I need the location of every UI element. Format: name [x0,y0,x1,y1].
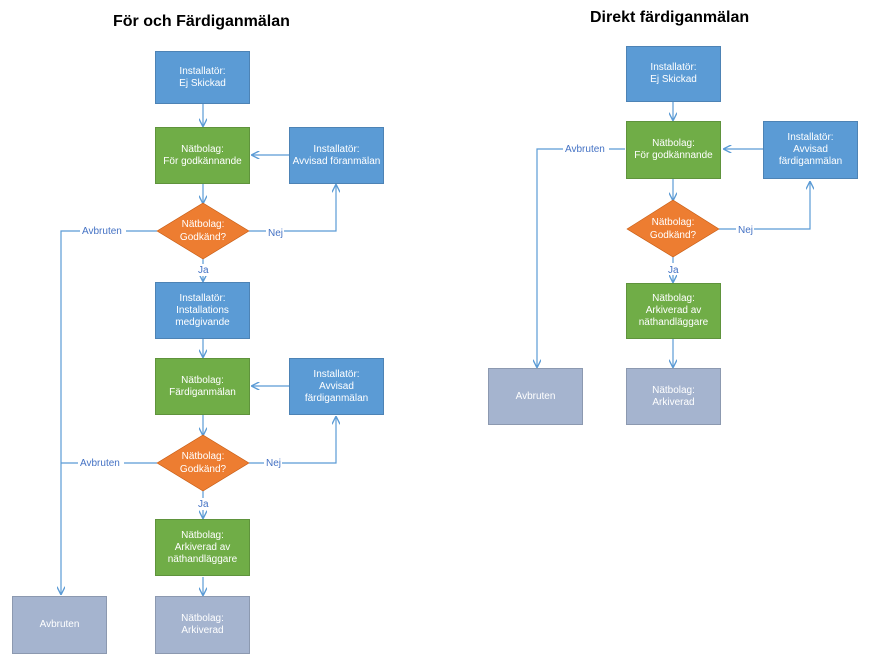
decision-r-1: Nätbolag: Godkänd? [626,199,720,258]
label-r-nej: Nej [738,225,753,236]
node-text: färdiganmälan [304,392,369,404]
node-l-natbolag-arkiverad-av-nathandlaggare: Nätbolag: Arkiverad av näthandläggare [155,519,250,576]
node-text: Arkiverad [181,625,224,636]
node-text: Arkiverad av [174,541,231,553]
decision-l-1-line2: Godkänd? [180,232,227,243]
right-diagram-title: Direkt färdiganmälan [590,9,750,26]
node-text: Arkiverad [652,396,695,408]
decision-r-1-line1: Nätbolag: [652,217,695,228]
node-l-installator-installations-medgivande: Installatör: Installations medgivande [155,282,250,339]
node-text: Nätbolag: [652,293,695,304]
node-text: Avbruten [515,390,556,402]
decision-l-1-line1: Nätbolag: [182,219,225,230]
node-text: Nätbolag: [181,143,224,155]
label-l-ja-1: Ja [198,265,209,276]
node-r-avbruten: Avbruten [488,368,583,425]
node-r-natbolag-arkiverad-av-nathandlaggare: Nätbolag: Arkiverad av näthandläggare [626,283,721,339]
label-r-avbruten: Avbruten [565,144,605,155]
node-text: näthandläggare [167,553,238,565]
label-l-avbruten-2: Avbruten [80,458,120,469]
node-text: Installations [176,304,229,316]
node-text: Avbruten [39,619,80,630]
edge-l-d2-n6 [249,417,336,464]
node-l-installator-avvisad-foranmalan: Installatör: Avvisad föranmälan [289,127,384,184]
edge-r-n2-avbruten [537,148,625,367]
decision-r-1-line2: Godkänd? [650,230,697,241]
node-text: Nätbolag: [181,374,224,386]
node-l-natbolag-arkiverad: Nätbolag: Arkiverad [155,596,250,654]
node-l-installator-avvisad-fardiganmalan: Installatör: Avvisad färdiganmälan [289,358,384,415]
label-l-nej-1: Nej [268,228,283,239]
node-r-natbolag-arkiverad: Nätbolag: Arkiverad [626,368,721,425]
node-text: Ej Skickad [179,77,226,89]
node-text: Installatör: [179,65,226,77]
decision-l-1: Nätbolag: Godkänd? [156,202,250,260]
node-text: För godkännande [163,155,242,167]
node-text: Nätbolag: [181,613,224,624]
node-text: Nätbolag: [181,529,224,541]
label-l-ja-2: Ja [198,499,209,510]
node-text: Avvisad [319,380,354,392]
edge-l-d1-avbruten [61,230,157,594]
label-l-nej-2: Nej [266,458,281,469]
node-r-natbolag-for-godkannande: Nätbolag: För godkännande [626,121,721,179]
decision-l-2-line2: Godkänd? [180,464,227,475]
node-r-installator-avvisad-fardiganmalan: Installatör: Avvisad färdiganmälan [763,121,858,179]
node-text: färdiganmälan [778,156,843,167]
edge-r-d1-n3 [719,182,810,230]
node-l-installator-ej-skickad: Installatör: Ej Skickad [155,51,250,104]
node-text: Installatör: [313,143,360,155]
label-l-avbruten-1: Avbruten [82,226,122,237]
node-text: Installatör: [650,62,697,73]
node-text: Nätbolag: [652,384,695,396]
node-text: Installatör: [313,368,360,380]
node-text: För godkännande [634,150,713,161]
node-l-natbolag-for-godkannande: Nätbolag: För godkännande [155,127,250,184]
node-text: Avvisad föranmälan [292,155,381,167]
node-l-avbruten: Avbruten [12,596,107,654]
left-diagram-title: För och Färdiganmälan [113,13,290,30]
node-text: Nätbolag: [652,138,695,149]
label-r-ja: Ja [668,265,679,276]
node-text: näthandläggare [638,317,709,328]
edge-l-d1-n3 [249,185,336,232]
decision-l-2: Nätbolag: Godkänd? [156,434,250,492]
node-text: Arkiverad av [645,305,702,316]
node-r-installator-ej-skickad: Installatör: Ej Skickad [626,46,721,102]
node-text: Avvisad [793,144,828,155]
node-text: Installatör: [787,132,834,143]
node-text: Färdiganmälan [169,386,236,398]
node-text: Ej Skickad [650,74,697,85]
node-l-natbolag-fardiganmalan: Nätbolag: Färdiganmälan [155,358,250,415]
node-text: medgivande [175,316,230,328]
decision-l-2-line1: Nätbolag: [182,451,225,462]
node-text: Installatör: [179,292,226,304]
